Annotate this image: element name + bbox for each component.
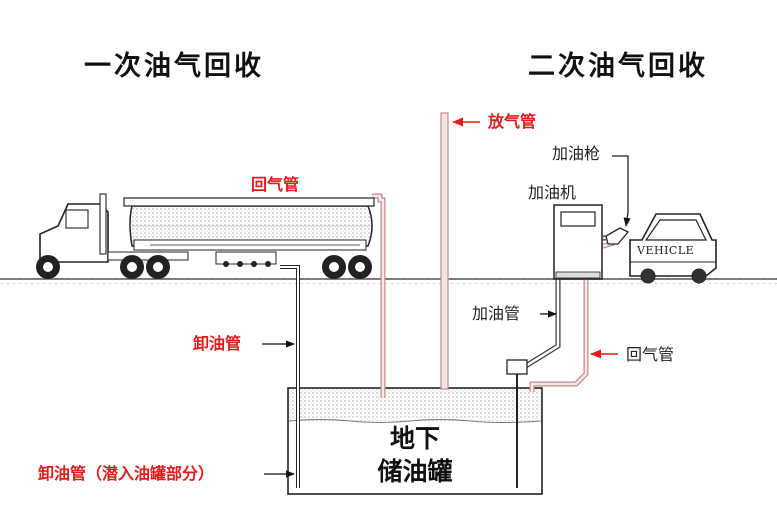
unloading-pipe: [280, 265, 300, 488]
underground-tank: [287, 387, 543, 495]
primary-recovery-title: 一次油气回收: [84, 51, 264, 82]
truck-vapor-return-pipe: [372, 193, 386, 398]
nozzle-icon: [605, 155, 631, 245]
car-icon: [629, 213, 717, 284]
nozzle-label: 加油枪: [552, 144, 601, 163]
vent-pipe: [440, 112, 449, 390]
truck-vapor-return-label: 回气管: [251, 175, 300, 194]
secondary-recovery-title: 二次油气回收: [528, 51, 708, 82]
submerged-unloading-pipe-label: 卸油管（潜入油罐部分）: [38, 464, 215, 483]
unloading-pipe-label: 卸油管: [193, 334, 242, 353]
station-vapor-return-label: 回气管: [626, 345, 675, 364]
vent-pipe-label: 放气管: [488, 112, 537, 131]
arrow-icon: [262, 117, 618, 478]
ground-line: [0, 278, 777, 284]
fuel-pipe-label: 加油管: [472, 304, 521, 323]
fuel-dispenser-icon: [553, 204, 603, 280]
tank-label-line2: 储油罐: [377, 457, 453, 486]
tank-label-line1: 地下: [389, 424, 440, 453]
vehicle-label: VEHICLE: [637, 244, 695, 257]
tanker-truck-icon: [36, 193, 375, 279]
dispenser-label: 加油机: [528, 183, 577, 202]
